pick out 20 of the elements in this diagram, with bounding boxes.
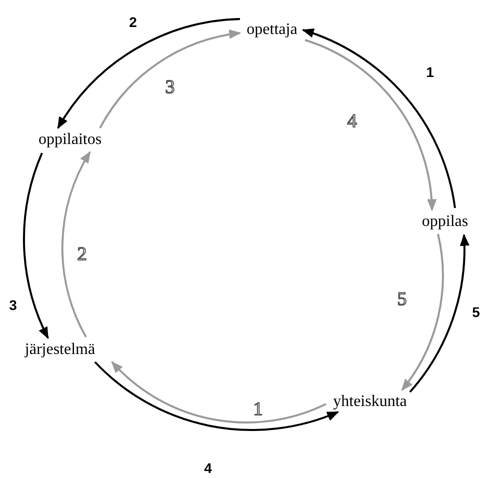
curved-arrow <box>94 361 340 431</box>
curved-arrow <box>23 152 49 340</box>
curved-arrow <box>401 234 444 391</box>
edge-label: 3 <box>7 297 19 313</box>
node-label: yhteiskunta <box>333 393 407 411</box>
curved-arrow <box>302 29 456 208</box>
curved-arrow <box>62 150 91 338</box>
curved-arrow <box>111 361 326 424</box>
node-label: järjestelmä <box>24 341 96 359</box>
curved-arrow <box>57 18 240 129</box>
edge-label: 4 <box>202 460 214 476</box>
node-label: oppilaitos <box>38 131 102 149</box>
edge-label: 1 <box>424 64 436 80</box>
node-label: oppilas <box>422 213 468 231</box>
edge-label: 5 <box>470 304 482 320</box>
node-label: opettaja <box>246 21 298 39</box>
edge-label: 2 <box>127 14 139 30</box>
curved-arrow <box>409 234 469 393</box>
curved-arrow <box>99 30 242 129</box>
curved-arrow <box>304 39 436 212</box>
